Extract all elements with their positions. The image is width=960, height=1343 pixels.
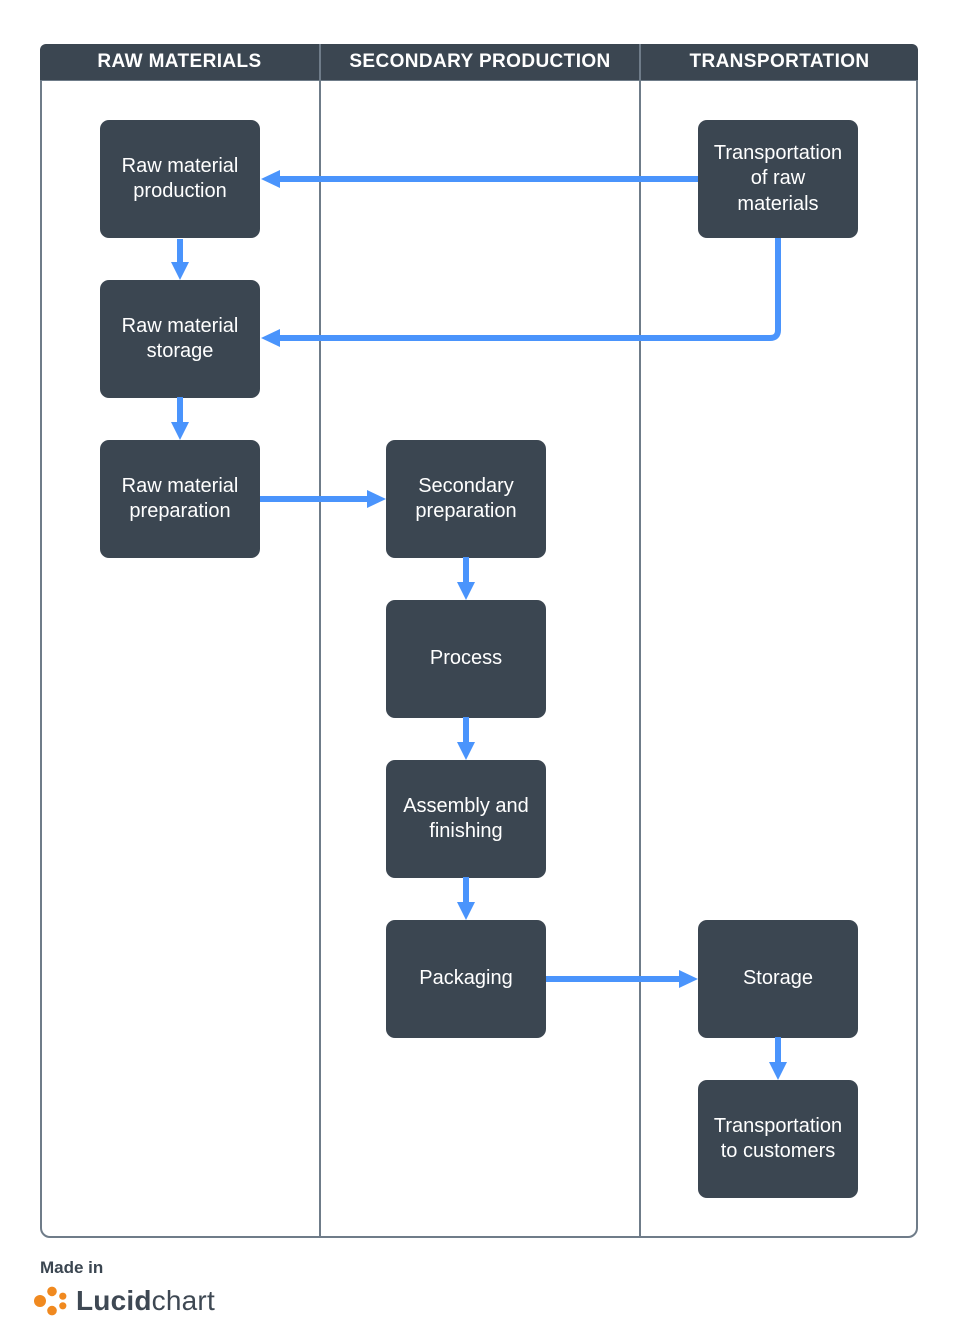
node-packaging: Packaging [386, 920, 546, 1038]
lane-header-transportation: TRANSPORTATION [641, 44, 918, 80]
brand-light-part: chart [151, 1285, 215, 1316]
node-process: Process [386, 600, 546, 718]
lane-header-raw-materials: RAW MATERIALS [40, 44, 319, 80]
lucid-logo-icon [34, 1286, 67, 1316]
node-raw-material-storage: Raw material storage [100, 280, 260, 398]
node-transportation-to-customers: Transportation to customers [698, 1080, 858, 1198]
node-label: Raw material production [121, 154, 239, 202]
lane-header-label: RAW MATERIALS [97, 51, 262, 72]
made-in-label: Made in [40, 1258, 104, 1277]
node-label: Transportation of raw materials [713, 141, 843, 215]
lane-divider-1 [319, 44, 321, 1238]
node-label: Raw material preparation [121, 474, 239, 522]
node-label: Secondary preparation [415, 474, 517, 522]
node-label: Process [429, 647, 503, 670]
brand-bold-part: Lucid [76, 1285, 152, 1316]
node-secondary-preparation: Secondary preparation [386, 440, 546, 558]
node-label: Raw material storage [121, 314, 239, 362]
node-label: Packaging [419, 967, 513, 990]
node-label: Assembly and finishing [403, 794, 529, 842]
lucidchart-brand: Lucidchart [34, 1283, 215, 1319]
lane-divider-2 [639, 44, 641, 1238]
node-storage: Storage [698, 920, 858, 1038]
node-label: Storage [742, 967, 814, 990]
lane-header-secondary-production: SECONDARY PRODUCTION [321, 44, 639, 80]
lane-header-label: SECONDARY PRODUCTION [349, 51, 611, 72]
node-assembly-and-finishing: Assembly and finishing [386, 760, 546, 878]
node-transportation-of-raw-materials: Transportation of raw materials [698, 120, 858, 238]
node-raw-material-production: Raw material production [100, 120, 260, 238]
lucidchart-wordmark: Lucidchart [76, 1285, 215, 1317]
node-raw-material-preparation: Raw material preparation [100, 440, 260, 558]
lane-header-label: TRANSPORTATION [689, 51, 870, 72]
node-label: Transportation to customers [713, 1114, 843, 1162]
